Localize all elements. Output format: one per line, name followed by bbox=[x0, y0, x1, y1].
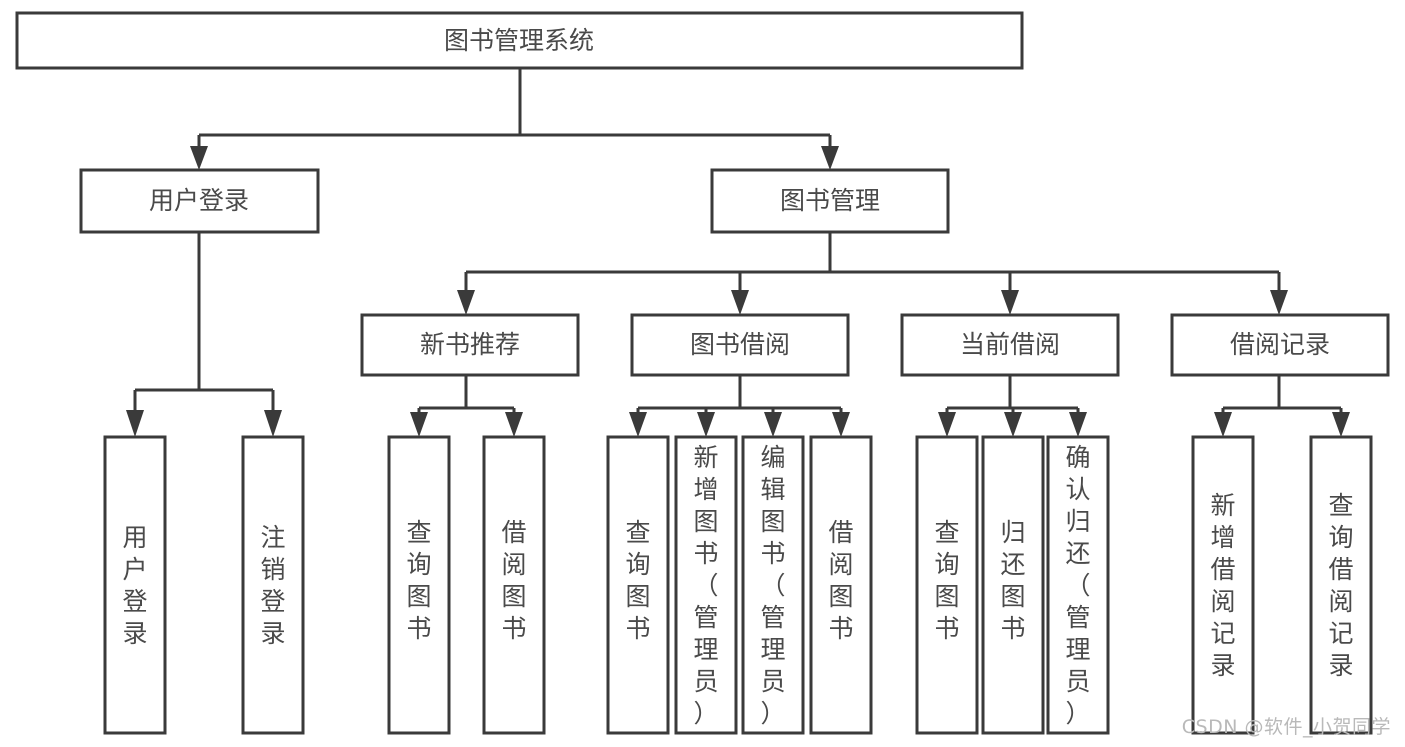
arrow-head-icon bbox=[731, 290, 749, 315]
connector-group-user-login bbox=[126, 232, 282, 437]
node-borrow-record-box bbox=[1170, 313, 1390, 377]
leaf-confirm-return-admin[interactable]: 确认归还（管理员） bbox=[1046, 435, 1110, 735]
leaf-query-borrow-record[interactable]: 查询借阅记录 bbox=[1309, 435, 1373, 735]
arrow-head-icon bbox=[264, 410, 282, 437]
node-book-borrow-label: 图书借阅 bbox=[690, 330, 790, 359]
arrow-head-icon bbox=[832, 412, 850, 437]
leaf-add-book-admin[interactable]: 新增图书（管理员） bbox=[674, 435, 738, 735]
leaf-user-login-label: 用户登录 bbox=[122, 523, 147, 648]
node-current-borrow[interactable]: 当前借阅 bbox=[900, 313, 1120, 377]
leaf-logout-label: 注销登录 bbox=[260, 523, 285, 648]
connector-group-book-mgmt bbox=[457, 232, 1288, 315]
node-book-borrow-box bbox=[630, 313, 850, 377]
connector-group-book-borrow bbox=[629, 375, 850, 437]
leaf-confirm-return-admin-label: 确认归还（管理员） bbox=[1065, 443, 1090, 728]
leaf-query-book-current[interactable]: 查询图书 bbox=[915, 435, 979, 735]
arrow-head-icon bbox=[505, 412, 523, 437]
connector-group-root bbox=[190, 68, 839, 170]
node-root-box bbox=[15, 11, 1024, 70]
arrow-head-icon bbox=[821, 146, 839, 170]
leaf-confirm-return-admin-box bbox=[1046, 435, 1110, 735]
leaf-return-book-label: 归还图书 bbox=[1000, 518, 1025, 643]
leaf-query-book-newbook-box bbox=[387, 435, 451, 735]
leaf-query-book-current-box bbox=[915, 435, 979, 735]
leaf-logout[interactable]: 注销登录 bbox=[241, 435, 305, 735]
node-root-label: 图书管理系统 bbox=[444, 26, 594, 55]
leaf-add-borrow-record[interactable]: 新增借阅记录 bbox=[1191, 435, 1255, 735]
arrow-head-icon bbox=[697, 412, 715, 437]
node-new-book-recommend-box bbox=[360, 313, 580, 377]
leaf-query-borrow-record-label: 查询借阅记录 bbox=[1328, 491, 1353, 680]
leaf-borrow-book-newbook-label: 借阅图书 bbox=[501, 518, 526, 643]
leaf-query-book-newbook[interactable]: 查询图书 bbox=[387, 435, 451, 735]
leaf-borrow-book-newbook-box bbox=[482, 435, 546, 735]
leaf-query-book-newbook-label: 查询图书 bbox=[406, 518, 431, 643]
arrow-head-icon bbox=[1001, 290, 1019, 315]
leaf-query-book-current-label: 查询图书 bbox=[934, 518, 959, 643]
leaf-add-borrow-record-box bbox=[1191, 435, 1255, 735]
leaf-edit-book-admin-label: 编辑图书（管理员） bbox=[760, 443, 785, 728]
node-book-borrow[interactable]: 图书借阅 bbox=[630, 313, 850, 377]
leaf-logout-box bbox=[241, 435, 305, 735]
arrow-head-icon bbox=[457, 290, 475, 315]
arrow-head-icon bbox=[126, 410, 144, 437]
leaf-edit-book-admin-box bbox=[741, 435, 805, 735]
arrow-head-icon bbox=[1332, 412, 1350, 437]
arrow-head-icon bbox=[1004, 412, 1022, 437]
node-user-login-label: 用户登录 bbox=[149, 186, 249, 215]
connector-group-new-book bbox=[410, 375, 523, 437]
arrow-head-icon bbox=[190, 146, 208, 170]
leaf-add-book-admin-box bbox=[674, 435, 738, 735]
arrow-head-icon bbox=[1214, 412, 1232, 437]
node-new-book-recommend[interactable]: 新书推荐 bbox=[360, 313, 580, 377]
leaf-borrow-book-box bbox=[809, 435, 873, 735]
leaf-borrow-book-label: 借阅图书 bbox=[828, 518, 853, 643]
node-book-management[interactable]: 图书管理 bbox=[710, 168, 950, 234]
leaf-add-book-admin-label: 新增图书（管理员） bbox=[693, 443, 718, 728]
leaf-query-book-borrow-box bbox=[606, 435, 670, 735]
arrow-head-icon bbox=[938, 412, 956, 437]
node-current-borrow-box bbox=[900, 313, 1120, 377]
leaf-add-borrow-record-label: 新增借阅记录 bbox=[1210, 491, 1235, 680]
node-new-book-recommend-label: 新书推荐 bbox=[420, 330, 520, 359]
leaf-borrow-book[interactable]: 借阅图书 bbox=[809, 435, 873, 735]
connector-group-current-borrow bbox=[938, 375, 1087, 437]
node-book-management-label: 图书管理 bbox=[780, 186, 880, 215]
node-book-management-box bbox=[710, 168, 950, 234]
arrow-head-icon bbox=[764, 412, 782, 437]
arrow-head-icon bbox=[1270, 290, 1288, 315]
leaf-return-book[interactable]: 归还图书 bbox=[981, 435, 1045, 735]
node-borrow-record[interactable]: 借阅记录 bbox=[1170, 313, 1390, 377]
node-borrow-record-label: 借阅记录 bbox=[1230, 330, 1330, 359]
node-user-login-box bbox=[79, 168, 320, 234]
connector-group-borrow-record bbox=[1214, 375, 1350, 437]
leaf-query-book-borrow[interactable]: 查询图书 bbox=[606, 435, 670, 735]
leaf-user-login-box bbox=[103, 435, 167, 735]
leaf-user-login[interactable]: 用户登录 bbox=[103, 435, 167, 735]
arrow-head-icon bbox=[410, 412, 428, 437]
leaf-query-book-borrow-label: 查询图书 bbox=[625, 518, 650, 643]
arrow-head-icon bbox=[629, 412, 647, 437]
leaf-return-book-box bbox=[981, 435, 1045, 735]
node-root[interactable]: 图书管理系统 bbox=[15, 11, 1024, 70]
node-user-login[interactable]: 用户登录 bbox=[79, 168, 320, 234]
leaf-query-borrow-record-box bbox=[1309, 435, 1373, 735]
watermark-text: CSDN @软件_小贺同学 bbox=[1181, 716, 1391, 738]
leaf-edit-book-admin[interactable]: 编辑图书（管理员） bbox=[741, 435, 805, 735]
node-current-borrow-label: 当前借阅 bbox=[960, 330, 1060, 359]
leaf-borrow-book-newbook[interactable]: 借阅图书 bbox=[482, 435, 546, 735]
arrow-head-icon bbox=[1069, 412, 1087, 437]
